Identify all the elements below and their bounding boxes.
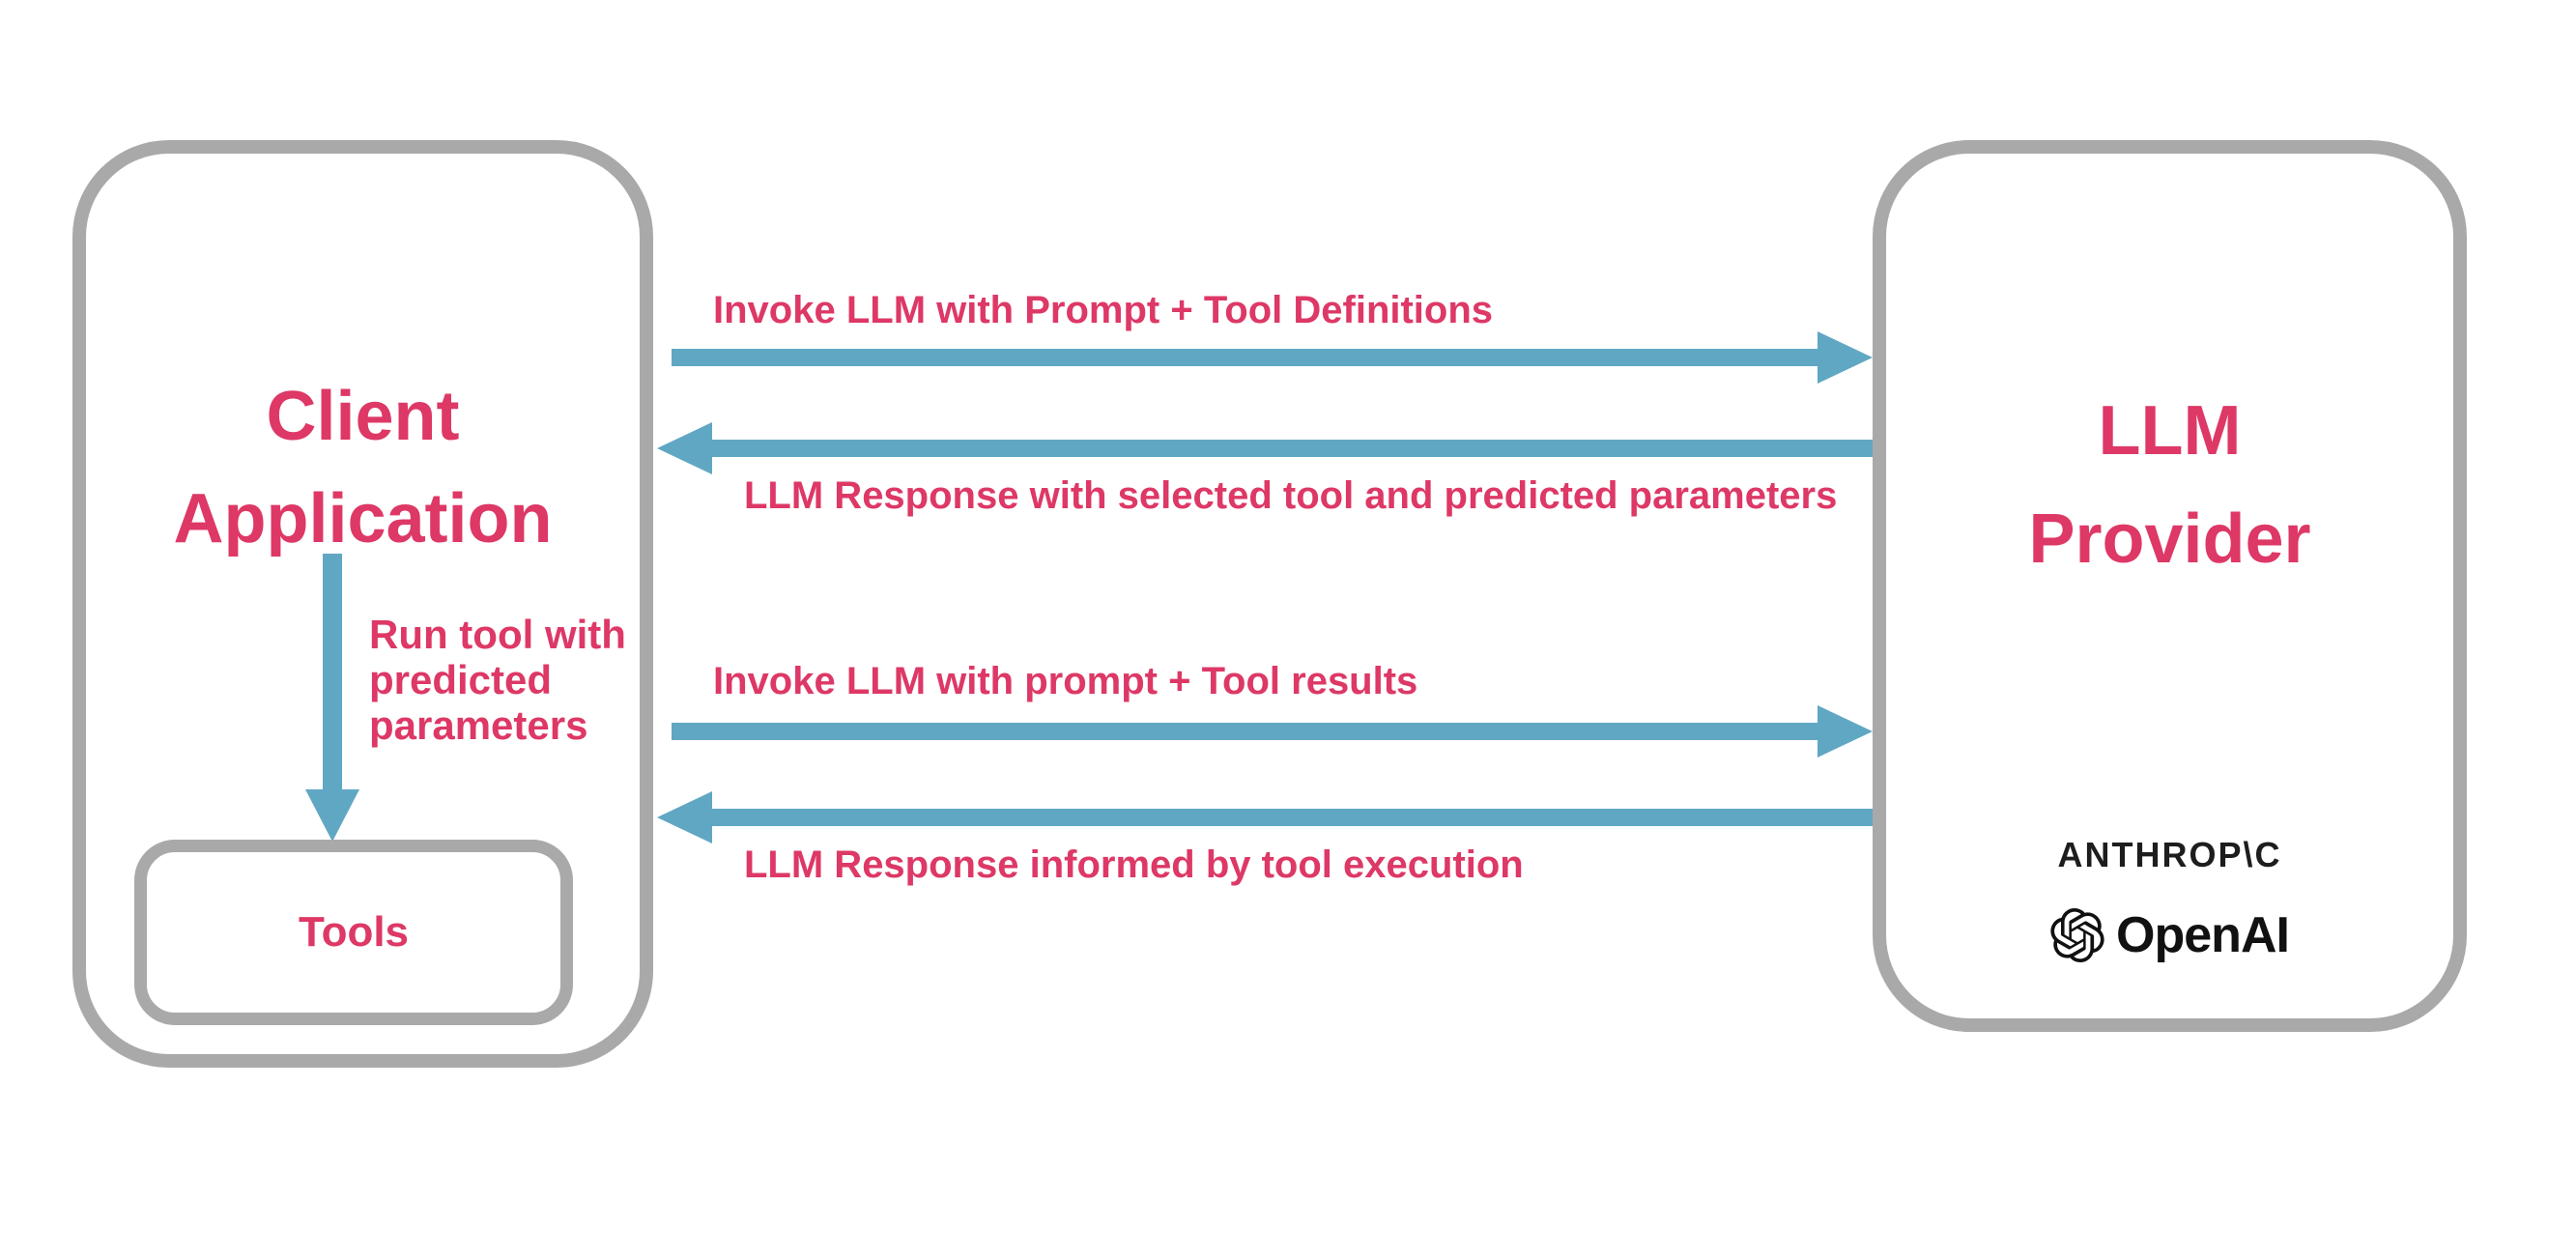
run-tool-label-line1: Run tool with (369, 612, 626, 657)
arrow1-right-head-icon (1818, 331, 1873, 384)
arrow3-line (672, 723, 1818, 740)
arrow3-label: Invoke LLM with prompt + Tool results (713, 660, 1418, 702)
run-tool-label-line2: predicted (369, 657, 553, 702)
llm-provider-box (1873, 140, 2467, 1032)
arrow2-left-head-icon (657, 422, 712, 474)
arrow4-label: LLM Response informed by tool execution (744, 843, 1524, 886)
llm-title-line1: LLM (2098, 392, 2242, 470)
arrow2-label: LLM Response with selected tool and pred… (744, 474, 1838, 517)
openai-wordmark: OpenAI (2116, 907, 2290, 963)
client-application-title: Client Application (72, 365, 653, 570)
arrow1-label: Invoke LLM with Prompt + Tool Definition… (713, 289, 1494, 331)
tools-box-label: Tools (298, 908, 410, 956)
arrow4-line (712, 809, 1875, 826)
run-tool-arrow-line (323, 554, 342, 789)
llm-provider-title: LLM Provider (1873, 377, 2467, 593)
openai-flower-icon (2050, 908, 2104, 962)
run-tool-arrow-head-icon (305, 789, 359, 842)
arrow4-left-head-icon (657, 791, 712, 843)
run-tool-arrow-label: Run tool with predicted parameters (369, 612, 626, 748)
openai-logo: OpenAI (1873, 904, 2467, 966)
anthropic-logo: ANTHROP\C (2057, 835, 2282, 874)
tools-box: Tools (134, 840, 573, 1025)
arrow2-line (712, 440, 1873, 457)
client-title-line1: Client (266, 378, 460, 455)
arrow3-right-head-icon (1818, 705, 1873, 758)
client-title-line2: Application (173, 480, 553, 558)
arrow1-line (672, 349, 1818, 366)
run-tool-label-line3: parameters (369, 702, 588, 748)
llm-title-line2: Provider (2028, 500, 2311, 578)
